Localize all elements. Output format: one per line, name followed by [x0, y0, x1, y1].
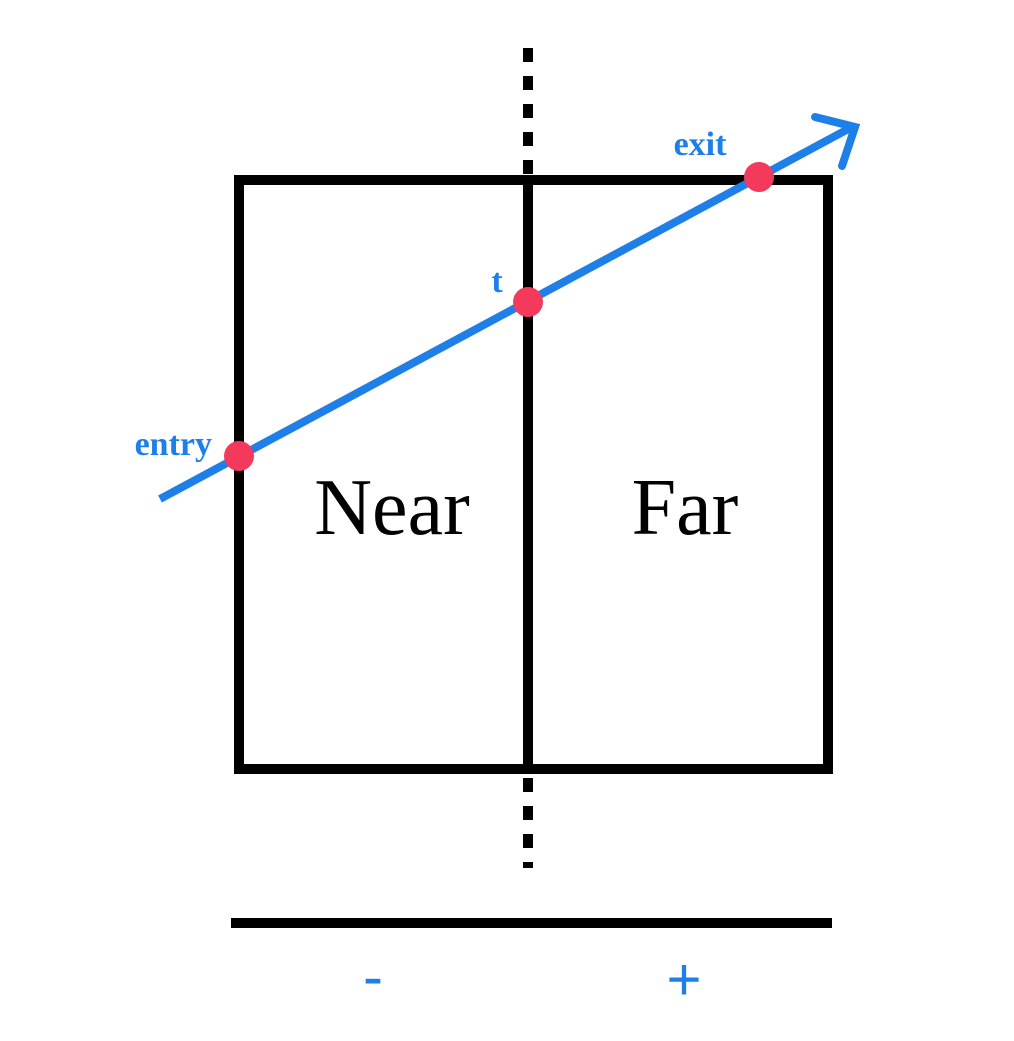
exit-point — [744, 162, 774, 192]
ray-arrowhead — [811, 113, 861, 170]
ray-arrow — [158, 113, 861, 503]
entry-label: entry — [135, 426, 212, 463]
exit-label: exit — [674, 126, 728, 163]
entry-point — [224, 441, 254, 471]
negative-side-label: - — [363, 943, 383, 1010]
bounding-box — [234, 175, 833, 774]
split-point — [513, 287, 543, 317]
positive-side-label: + — [666, 946, 701, 1013]
far-region-label: Far — [632, 464, 739, 552]
near-region-label: Near — [314, 464, 469, 552]
split-label: t — [491, 263, 503, 300]
ray-line — [158, 123, 854, 503]
